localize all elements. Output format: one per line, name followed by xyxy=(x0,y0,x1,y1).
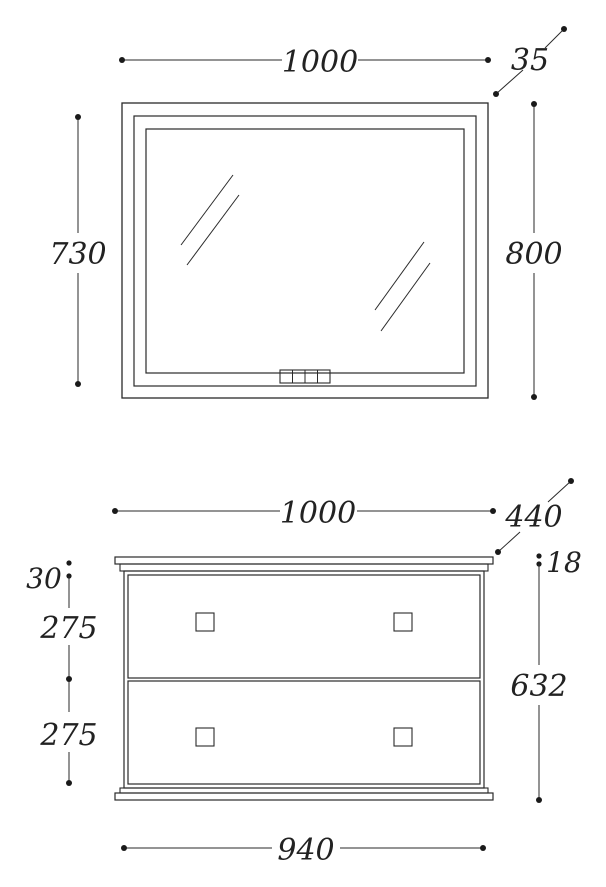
cabinet-drawer-height-dimensions: 275 275 xyxy=(39,576,98,786)
cabinet-drawer-bottom-label: 275 xyxy=(39,718,97,753)
cabinet-width-label: 1000 xyxy=(280,496,356,531)
mirror-inner-height-dimension: 730 xyxy=(49,114,107,387)
cabinet-body-height-label: 632 xyxy=(510,669,567,704)
cabinet-top-height-dimension: 18 xyxy=(536,546,582,579)
mirror-light-switch xyxy=(279,369,331,384)
cabinet-top-thickness-dimension: 30 xyxy=(26,560,72,595)
cabinet-base-width-label: 940 xyxy=(277,833,334,868)
cabinet-body-height-dimension: 632 xyxy=(510,564,568,803)
mirror-glass-reflection xyxy=(180,174,431,332)
cabinet-drawer-upper xyxy=(127,574,481,679)
cabinet-top xyxy=(114,556,494,572)
cabinet-width-dimension: 1000 xyxy=(112,496,496,531)
mirror-depth-dimension: 35 xyxy=(493,26,567,97)
cabinet-drawer-top-label: 275 xyxy=(39,611,97,646)
mirror-inner-height-label: 730 xyxy=(49,237,106,272)
mirror-width-label: 1000 xyxy=(282,45,358,80)
mirror-height-label: 800 xyxy=(505,237,562,272)
cabinet-body xyxy=(123,570,485,789)
cabinet-top-height-label: 18 xyxy=(546,546,582,579)
drawer-handle xyxy=(393,612,413,632)
drawer-handle xyxy=(195,727,215,747)
cabinet-drawer-lower xyxy=(127,680,481,785)
mirror-height-dimension: 800 xyxy=(505,101,563,400)
cabinet-top-thickness-label: 30 xyxy=(26,562,62,595)
mirror-width-dimension: 1000 xyxy=(119,45,491,80)
cabinet-depth-dimension: 440 xyxy=(495,478,574,555)
cabinet-drawing: 1000 440 30 275 275 xyxy=(26,478,582,868)
cabinet-depth-label: 440 xyxy=(504,500,562,535)
drawer-handle xyxy=(195,612,215,632)
cabinet-plinth xyxy=(114,787,494,801)
cabinet-base-width-dimension: 940 xyxy=(121,833,486,868)
mirror-depth-label: 35 xyxy=(511,43,549,78)
drawer-handle xyxy=(393,727,413,747)
mirror-frame xyxy=(121,102,489,399)
mirror-drawing: 1000 35 730 800 xyxy=(49,26,567,400)
